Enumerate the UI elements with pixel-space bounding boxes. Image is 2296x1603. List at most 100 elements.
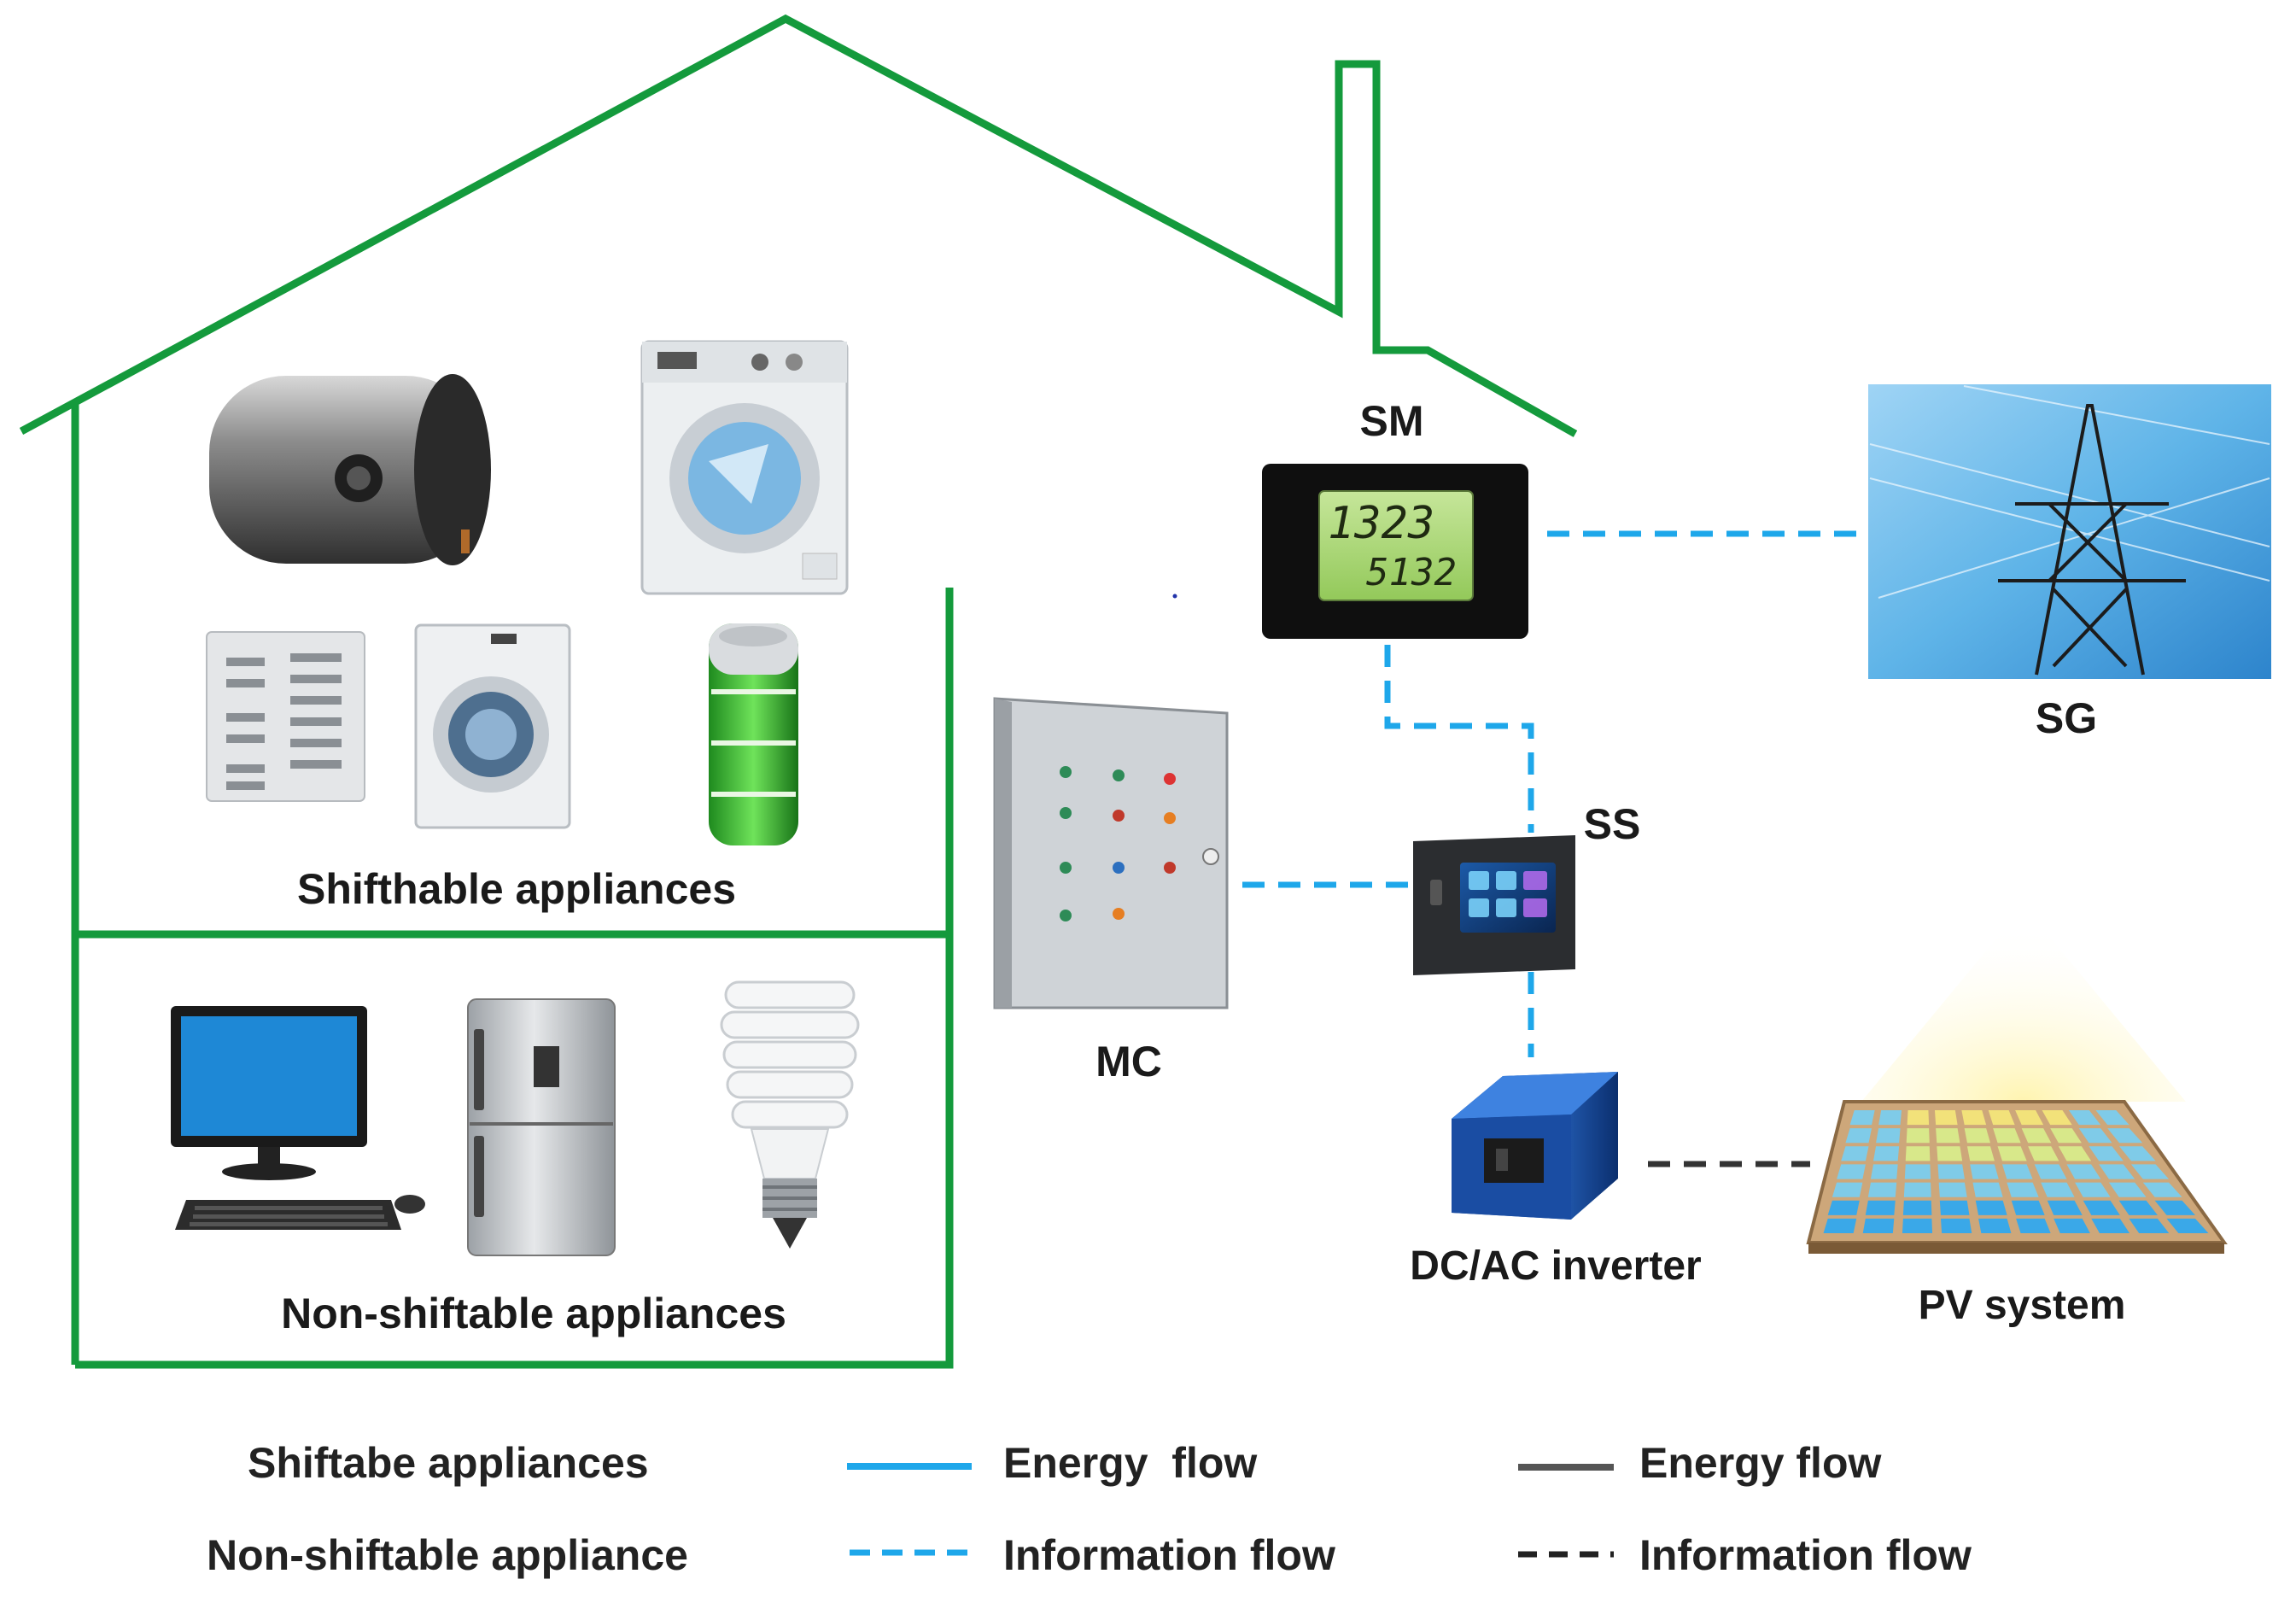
pv-cell <box>2068 1110 2101 1126</box>
legend-info-flow-blue: Information flow <box>1003 1531 1335 1579</box>
pv-cell <box>1937 1164 1965 1179</box>
pv-cell <box>1823 1218 1857 1233</box>
pv-cell <box>1936 1128 1960 1144</box>
pv-cell <box>2095 1110 2129 1126</box>
pv-cell <box>2083 1200 2120 1215</box>
pv-cell <box>2042 1110 2072 1126</box>
pv-label: PV system <box>1919 1283 2126 1328</box>
mc-label: MC <box>1095 1038 1162 1085</box>
pv-cell <box>1832 1182 1863 1197</box>
legend: Shiftabe appliances Non-shiftable applia… <box>207 1439 1972 1579</box>
light-bulb-icon <box>720 980 860 1249</box>
non-shiftable-room-outline <box>75 934 954 1369</box>
pv-cell <box>1845 1128 1872 1144</box>
roof-line <box>19 14 1578 437</box>
pv-cell <box>2054 1218 2090 1233</box>
sm-label: SM <box>1360 397 1424 445</box>
pv-cell <box>2001 1164 2033 1179</box>
pv-cell <box>2099 1164 2135 1179</box>
sg-label: SG <box>2036 694 2097 742</box>
pv-cell <box>2089 1146 2124 1161</box>
pv-cell <box>2016 1218 2051 1233</box>
legend-energy-flow-dark: Energy flow <box>1639 1439 1881 1487</box>
pv-cell <box>1878 1110 1902 1126</box>
meter-reading-line2: 5132 <box>1366 551 1457 594</box>
pv-cell <box>2021 1128 2052 1144</box>
pv-system-icon <box>1806 905 2228 1254</box>
pv-cell <box>2015 1110 2044 1126</box>
smart-meter-icon: 1323 5132 <box>1262 464 1528 639</box>
pv-cell <box>2011 1200 2045 1215</box>
pv-cell <box>1972 1182 2003 1197</box>
pv-cell <box>1902 1218 1933 1233</box>
meter-reading-line1: 1323 <box>1328 498 1434 549</box>
legend-energy-flow-blue: Energy flow <box>1003 1439 1257 1487</box>
pv-cell <box>1939 1200 1970 1215</box>
sm-to-ss-link <box>1384 645 1534 833</box>
pv-cell <box>1934 1110 1958 1126</box>
pv-cell <box>1841 1146 1869 1161</box>
pv-cell <box>1975 1200 2007 1215</box>
non-shiftable-appliances-label: Non-shiftable appliances <box>281 1290 786 1337</box>
pv-cell <box>1988 1110 2015 1126</box>
pv-cell <box>1862 1218 1895 1233</box>
legend-shiftable: Shiftabe appliances <box>248 1439 649 1487</box>
pv-cell <box>1966 1146 1995 1161</box>
indicator-lights <box>1060 766 1176 921</box>
main-controller-icon <box>993 697 1229 1009</box>
pv-cell <box>2108 1182 2147 1197</box>
information-flow-lines <box>1242 530 1870 1057</box>
pv-cell <box>1872 1146 1900 1161</box>
pv-cell <box>2041 1182 2075 1197</box>
pv-cell <box>2075 1182 2111 1197</box>
shiftable-appliances-label: Shifthable appliances <box>297 865 736 913</box>
pv-cell <box>2058 1146 2092 1161</box>
water-heater-icon <box>209 374 491 565</box>
battery-icon <box>709 623 798 845</box>
stray-dot <box>1172 594 1177 599</box>
pv-cell <box>1906 1128 1930 1144</box>
pv-cell <box>2078 1128 2112 1144</box>
pv-cell <box>2119 1146 2156 1161</box>
pv-cell <box>1997 1146 2027 1161</box>
pv-cell <box>2129 1218 2170 1233</box>
pv-cell <box>1904 1164 1931 1179</box>
pv-cell <box>2118 1200 2158 1215</box>
sun-glow <box>1861 905 2186 1102</box>
radiator-icon <box>206 631 365 802</box>
pv-cell <box>1940 1218 1972 1233</box>
pv-cell <box>1876 1128 1901 1144</box>
pv-cell <box>2050 1128 2082 1144</box>
pv-cell <box>1837 1164 1866 1179</box>
pv-cell <box>2154 1200 2195 1215</box>
pv-cell <box>1903 1182 1931 1197</box>
legend-non-shiftable: Non-shiftable appliance <box>207 1531 688 1579</box>
pv-cell <box>1905 1146 1931 1161</box>
front-loader-icon <box>414 623 571 829</box>
inverter-icon <box>1452 1072 1618 1220</box>
pv-cell <box>2034 1164 2067 1179</box>
pv-cells <box>1823 1110 2209 1233</box>
pv-cell <box>2107 1128 2143 1144</box>
ss-label: SS <box>1584 800 1641 848</box>
inverter-label: DC/AC inverter <box>1410 1243 1701 1289</box>
pv-cell <box>1870 1164 1898 1179</box>
computer-icon <box>171 1006 425 1230</box>
pv-cell <box>1867 1182 1897 1197</box>
smart-switch-icon <box>1413 835 1575 975</box>
pv-cell <box>2007 1182 2039 1197</box>
pv-cell <box>1964 1128 1991 1144</box>
pv-cell <box>1937 1146 1963 1161</box>
pv-cell <box>1938 1182 1967 1197</box>
power-grid-icon <box>1868 384 2271 679</box>
pv-cell <box>2142 1182 2182 1197</box>
pv-cell <box>1865 1200 1896 1215</box>
pv-cell <box>1970 1164 1999 1179</box>
pv-cell <box>1961 1110 1987 1126</box>
pv-cell <box>2066 1164 2101 1179</box>
pv-cell <box>2047 1200 2083 1215</box>
pv-cell <box>1907 1110 1930 1126</box>
pv-cell <box>2028 1146 2059 1161</box>
pv-cell <box>1849 1110 1875 1126</box>
